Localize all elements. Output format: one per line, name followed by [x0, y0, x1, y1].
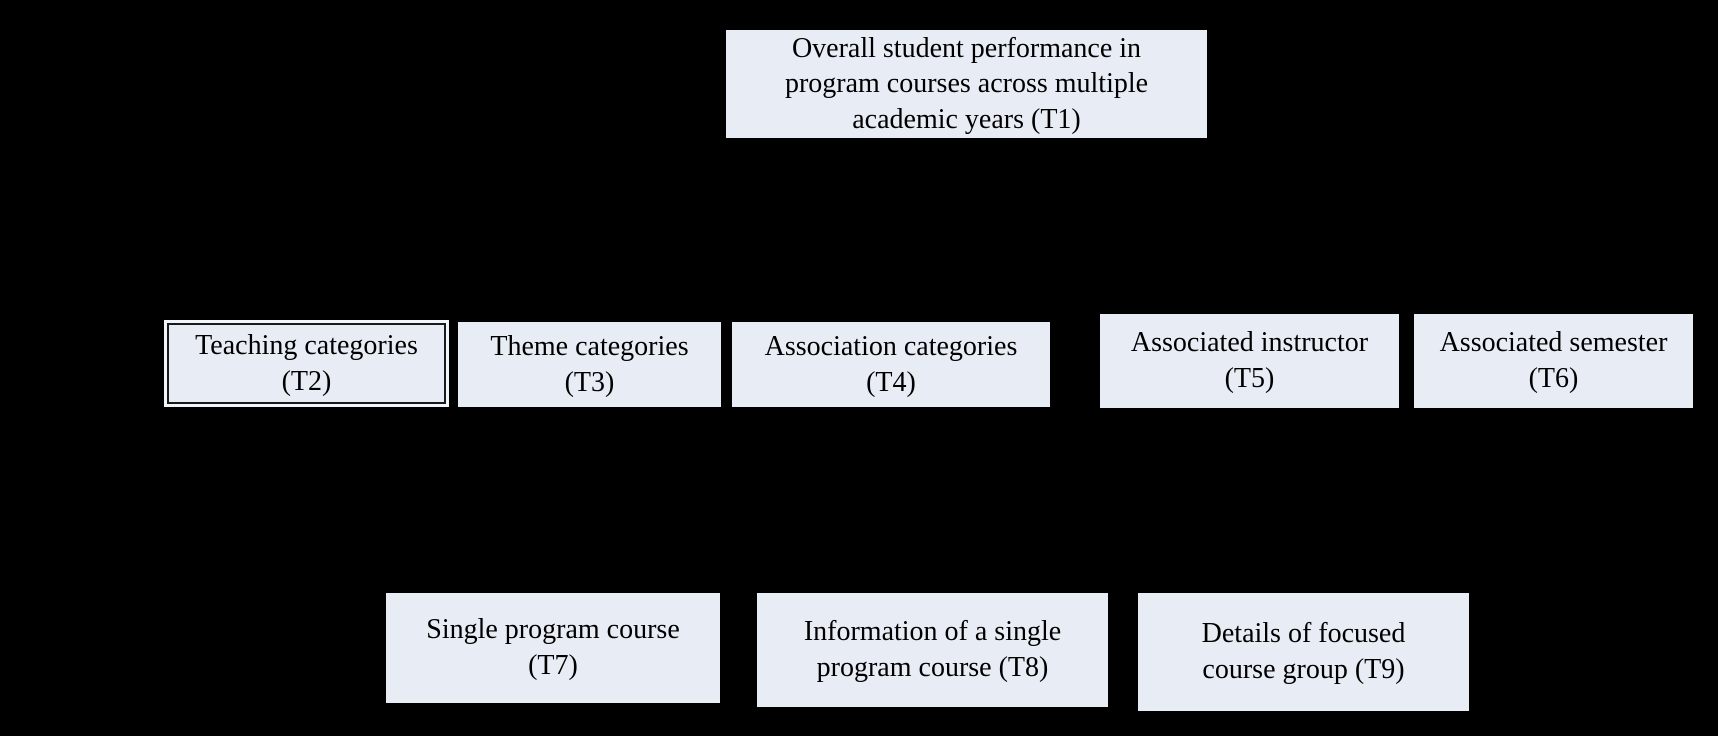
node-t9-label: Details of focused course group (T9): [1201, 618, 1406, 685]
node-t4-label: Association categories (T4): [764, 330, 1018, 398]
node-t6-label: Associated semester (T6): [1439, 327, 1668, 394]
node-t5: Associated instructor (T5): [1100, 314, 1399, 408]
node-t3-label: Theme categories (T3): [490, 330, 689, 398]
node-t6: Associated semester (T6): [1414, 314, 1693, 408]
node-t2-label: Teaching categories (T2): [195, 329, 418, 397]
node-t1-label: Overall student performance in program c…: [784, 32, 1149, 135]
node-t7: Single program course (T7): [386, 593, 720, 703]
node-t8: Information of a single program course (…: [757, 593, 1108, 707]
node-t4: Association categories (T4): [732, 322, 1050, 407]
node-t1: Overall student performance in program c…: [726, 30, 1207, 138]
node-t7-label: Single program course (T7): [426, 614, 680, 681]
node-t3: Theme categories (T3): [458, 322, 721, 407]
node-t9: Details of focused course group (T9): [1138, 593, 1469, 711]
node-t5-label: Associated instructor (T5): [1130, 327, 1369, 394]
node-t2: Teaching categories (T2): [164, 320, 449, 407]
node-t8-label: Information of a single program course (…: [803, 616, 1062, 683]
